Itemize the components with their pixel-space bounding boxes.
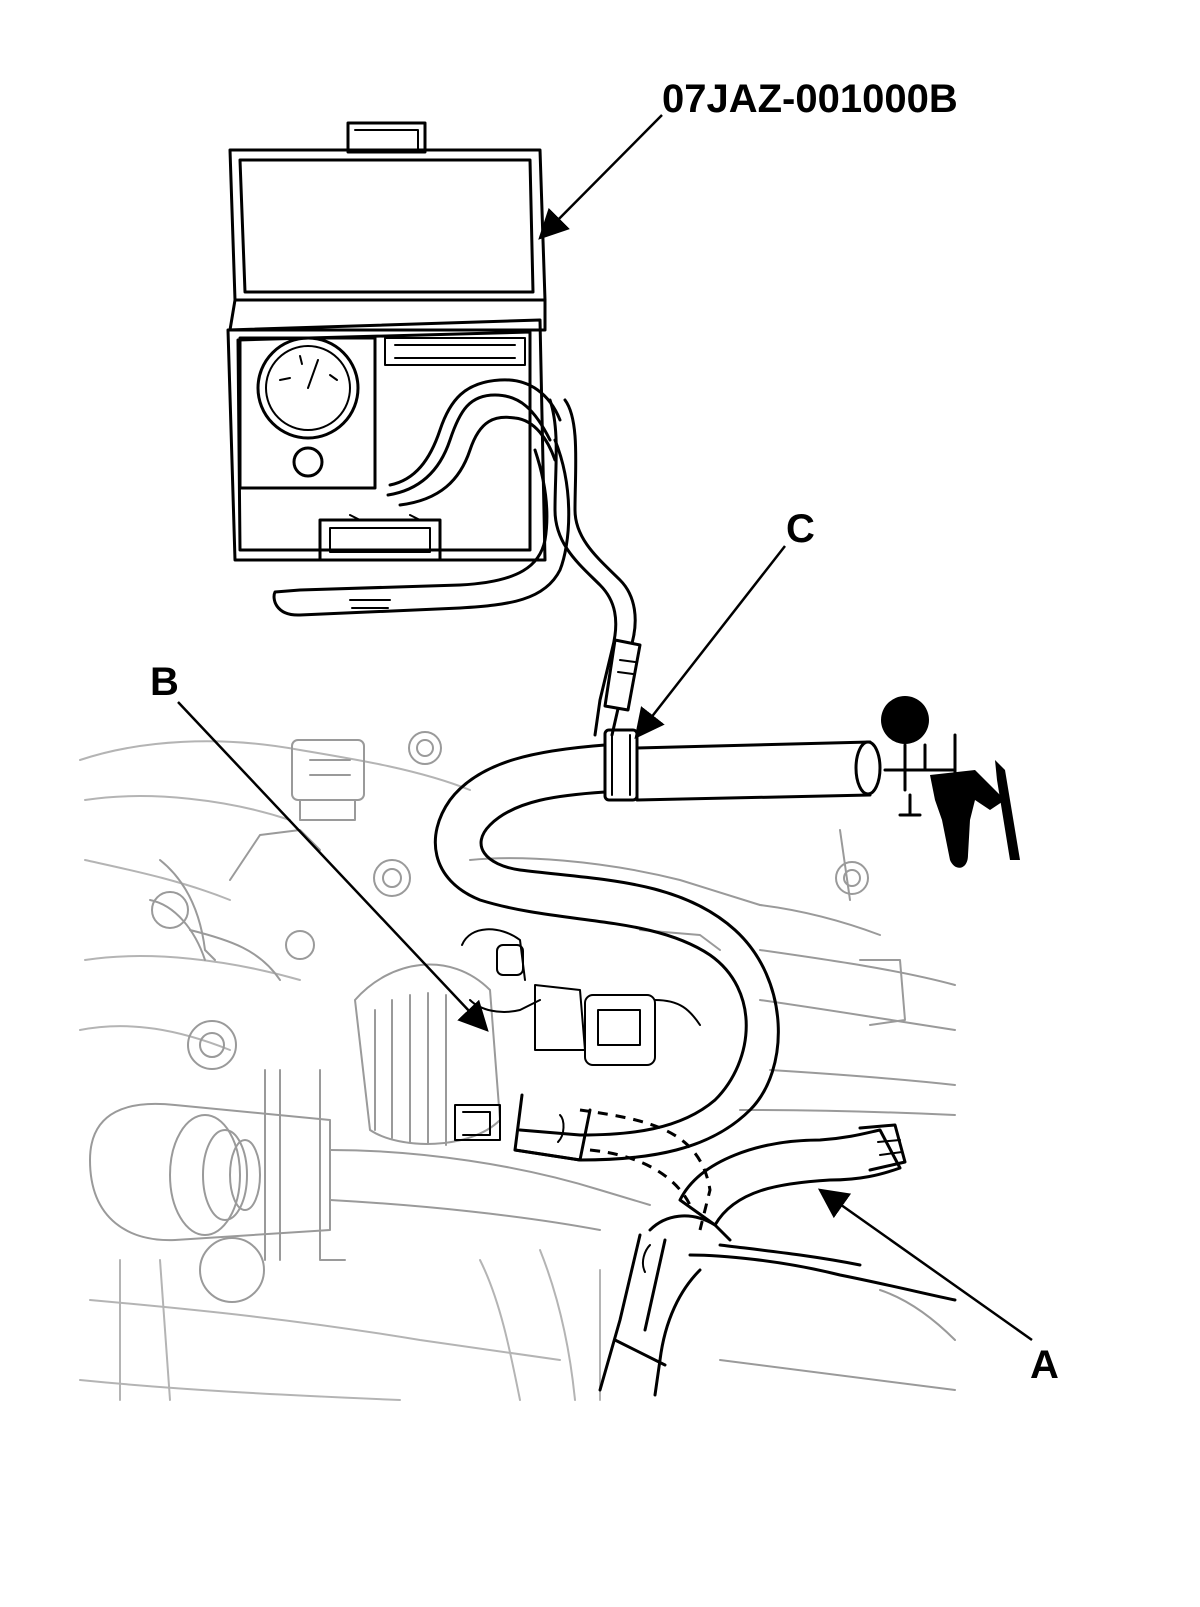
tool-part-number-label: 07JAZ-001000B [662, 77, 958, 121]
engine-bay-background [79, 731, 956, 1401]
leader-a [817, 1188, 1033, 1342]
pressure-gauge-icon [256, 336, 360, 440]
purge-valve-assembly [454, 928, 701, 1141]
t-fitting-icon [603, 728, 639, 802]
leader-b [177, 701, 489, 1032]
hose-b [433, 743, 780, 1231]
callout-b: B [150, 660, 179, 704]
tester-case-icon [226, 121, 562, 562]
tester-hoses [272, 398, 642, 737]
callout-a: A [1030, 1343, 1059, 1387]
callout-c: C [786, 507, 815, 551]
vacuum-pump-icon [881, 696, 1020, 868]
hose-a [598, 1123, 957, 1397]
leader-lines [177, 114, 1033, 1342]
leader-tool [538, 114, 663, 240]
t-fitting-c [603, 728, 882, 802]
leader-c [634, 545, 786, 739]
